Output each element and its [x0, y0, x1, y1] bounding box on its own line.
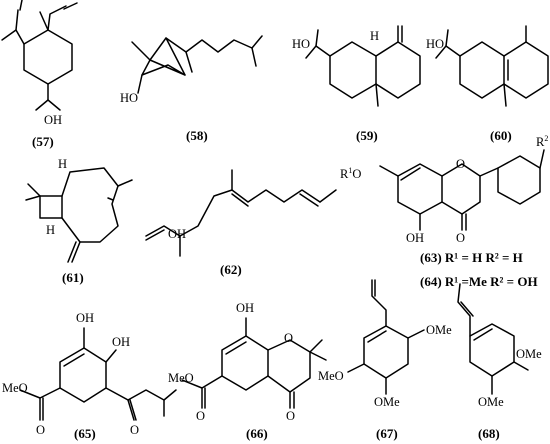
atom-label: HO [120, 91, 138, 105]
atom-label: OMe [478, 395, 504, 409]
atom-label: O [130, 423, 139, 437]
compound-label-64: (64) R¹ =Me R² = OH [420, 274, 538, 289]
structure-61: H H (61) [25, 157, 133, 285]
atom-label: MeO [168, 371, 194, 385]
structure-67: OMe MeO OMe (67) [318, 279, 452, 441]
atom-label: H [46, 223, 55, 237]
structure-58: HO (58) [120, 35, 263, 143]
compound-label-60: (60) [490, 128, 512, 143]
atom-label: OMe [374, 395, 400, 409]
atom-label: OH [76, 311, 94, 325]
r1-label: R1O [340, 166, 361, 181]
compound-label-57: (57) [32, 134, 54, 149]
structure-63-64: O O OH R1O R2 (63) R¹ = H R² = H (64) R¹… [340, 134, 548, 289]
structure-57: OH (57) [1, 0, 78, 149]
atom-label: O [286, 409, 295, 423]
atom-label: O [456, 231, 465, 245]
atom-label: MeO [318, 369, 344, 383]
r2-label: R2 [536, 134, 548, 149]
atom-label: OH [168, 227, 186, 241]
structure-60: HO (60) [426, 25, 549, 143]
atom-label: OH [236, 301, 254, 315]
compound-label-62: (62) [220, 262, 242, 277]
atom-label: O [456, 157, 465, 171]
compound-label-61: (61) [62, 270, 84, 285]
compound-label-65: (65) [74, 426, 96, 441]
atom-label: H [58, 157, 67, 171]
compound-label-58: (58) [186, 128, 208, 143]
atom-label: MeO [2, 381, 28, 395]
atom-label: O [284, 331, 293, 345]
atom-label: OH [406, 231, 424, 245]
structure-59: HO H (59) [292, 25, 421, 143]
compound-label-66: (66) [246, 426, 268, 441]
structure-68: OMe OMe (68) [457, 283, 542, 441]
atom-label: O [196, 409, 205, 423]
atom-label: OMe [516, 347, 542, 361]
atom-label: OH [44, 113, 62, 127]
structure-62: OH (62) [145, 169, 337, 277]
compound-label-59: (59) [356, 128, 378, 143]
structure-66: OH O MeO O O (66) [168, 301, 327, 441]
atom-label: HO [292, 37, 310, 51]
atom-label: HO [426, 37, 444, 51]
atom-label: H [370, 29, 379, 43]
compound-label-63: (63) R¹ = H R² = H [420, 250, 523, 265]
atom-label: OH [112, 335, 130, 349]
atom-label: O [36, 423, 45, 437]
structure-65: OH OH MeO O O (65) [2, 311, 177, 441]
compound-label-68: (68) [478, 426, 500, 441]
atom-label: OMe [426, 323, 452, 337]
compound-label-67: (67) [376, 426, 398, 441]
